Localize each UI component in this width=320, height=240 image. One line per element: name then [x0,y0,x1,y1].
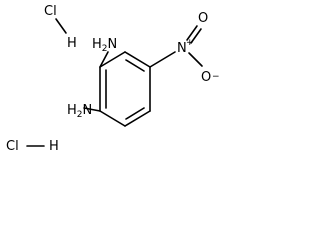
hydrogen-label-top: H [67,36,77,51]
nitro-double-bond-b [190,28,202,44]
nitro-oxygen-top: O [198,11,208,26]
nitro-oxygen-bottom: O [201,70,211,85]
ring-double-bond-1 [125,59,145,72]
chlorine-label-bottom: Cl [6,139,19,154]
ring-double-bond-2 [125,107,145,120]
amine-lower-hydrogen: H2N [67,103,92,120]
ring-bond-6 [99,51,126,68]
hcl-top: Cl H [44,4,77,51]
nitro-single-bond [188,52,203,67]
ring-bond-1 [124,51,151,68]
ring-bond-3 [124,110,151,127]
hcl-bottom: Cl H [6,139,59,154]
nitro-double-bond-a [186,25,198,41]
structure-diagram: Cl H Cl H H2N H2N N + O O [6,4,220,154]
bond-ring-to-amine-lower [83,107,101,112]
benzene-ring [99,51,151,127]
nitro-nitrogen-label: N [177,41,187,56]
nitro-group: N + O O − [177,11,220,85]
bond-ring-to-nitro [149,51,176,68]
ring-bond-4 [99,110,126,127]
amine-upper: H2N [92,37,117,54]
hcl-bond-top [55,18,67,34]
hydrogen-label-bottom: H [49,139,59,154]
chlorine-label-top: Cl [44,4,57,19]
nitro-nitrogen-charge: + [186,38,194,48]
nitro-oxygen-charge: − [212,72,220,82]
bond-ring-to-amine-upper [99,51,109,68]
amine-lower: H2N [67,103,92,120]
amine-upper-hydrogen: H2N [92,37,117,54]
